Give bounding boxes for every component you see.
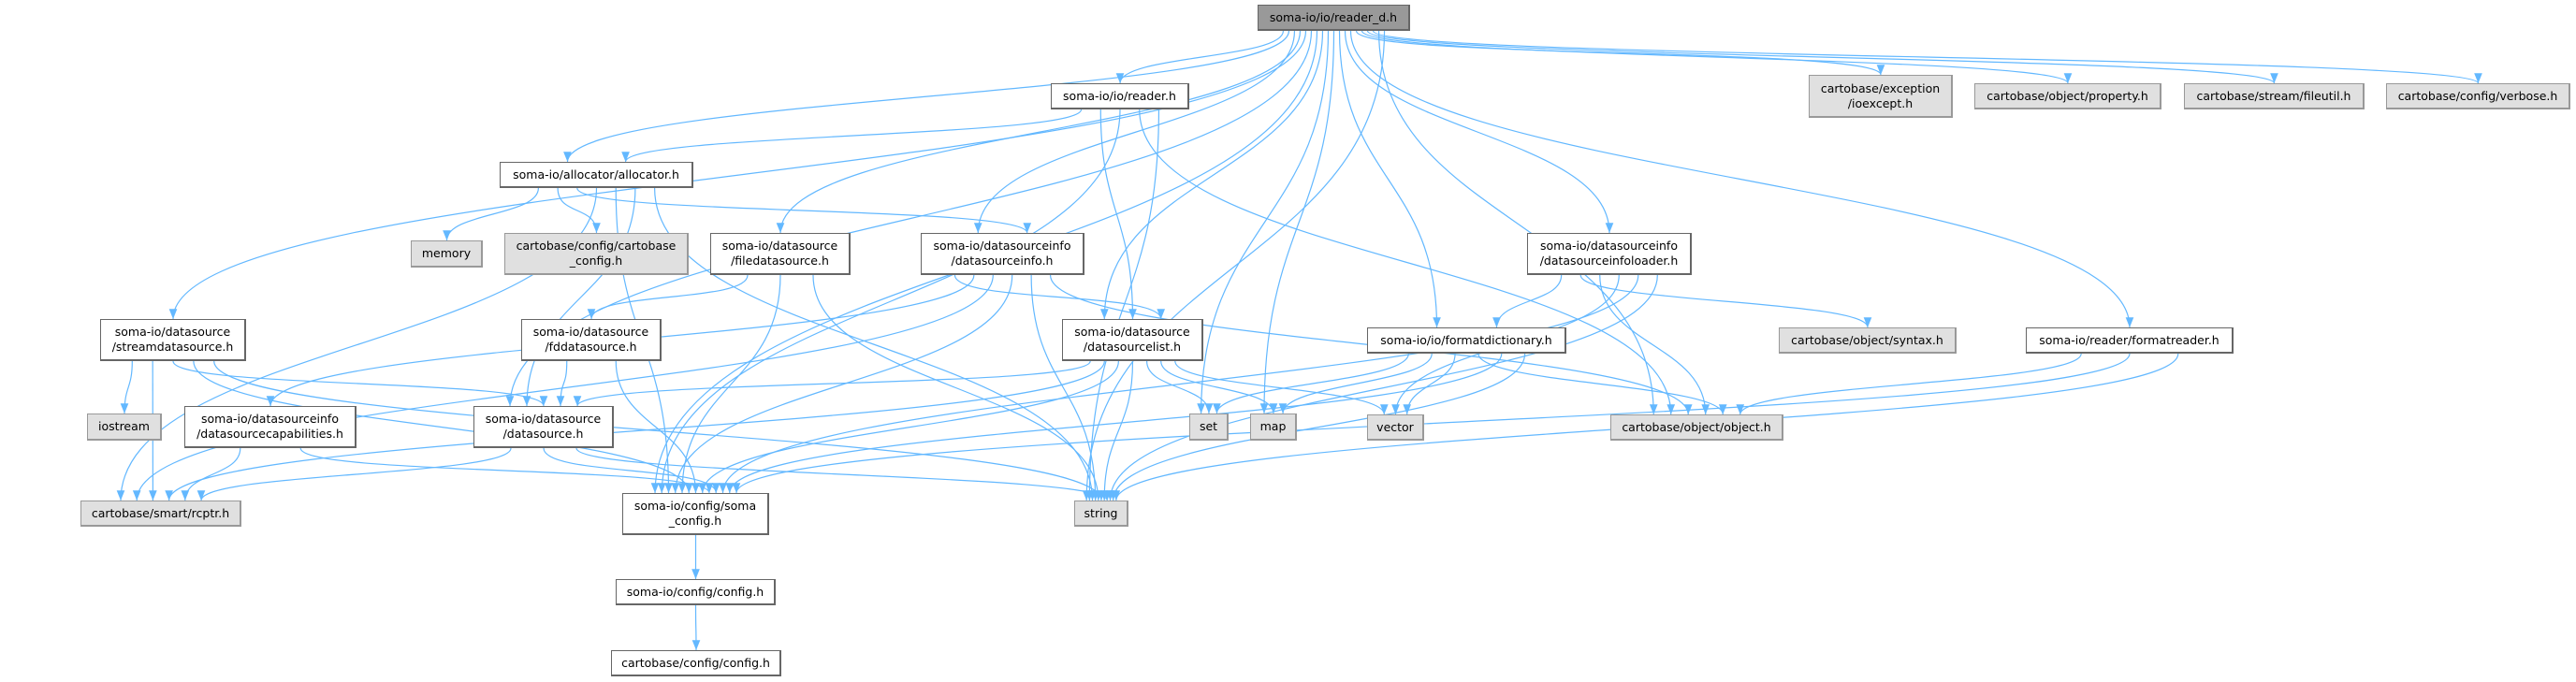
node-datasourceinfoloader-h[interactable]: soma-io/datasourceinfo /datasourceinfolo… (1527, 233, 1692, 275)
node-streamdatasource-h[interactable]: soma-io/datasource /streamdatasource.h (100, 319, 246, 361)
edge-reader_d-to-datasourceinfo (973, 30, 1296, 234)
node-map: map (1250, 414, 1297, 441)
edge-dsinfoloader-to-string (1106, 274, 1658, 501)
edge-filedatasource-to-fddatasource (587, 274, 749, 320)
edge-datasourcelist-to-set (1146, 360, 1214, 414)
edge-datasource-to-string (575, 447, 1112, 501)
node-cartobase-config-h: cartobase/config/cartobase _config.h (504, 233, 689, 275)
node-ioexcept-h: cartobase/exception /ioexcept.h (1809, 75, 1953, 118)
edge-filedatasource-to-soma_config (677, 274, 781, 494)
node-datasourcelist-h[interactable]: soma-io/datasource /datasourcelist.h (1062, 319, 1203, 361)
edge-reader_d-to-map (1259, 30, 1335, 414)
edge-formatdictionary-to-string (1109, 353, 1526, 501)
node-reader-d-h: soma-io/io/reader_d.h (1258, 5, 1410, 31)
node-object-h: cartobase/object/object.h (1610, 414, 1783, 441)
edge-reader_d-to-reader (1115, 30, 1285, 84)
node-formatreader-h[interactable]: soma-io/reader/formatreader.h (2026, 327, 2234, 354)
edge-reader_d-to-fileutil (1366, 30, 2278, 84)
node-formatdictionary-h[interactable]: soma-io/io/formatdictionary.h (1367, 327, 1566, 354)
edge-datasourceinfo-to-datasourcelist (953, 274, 1165, 320)
edge-reader-to-soma_config (657, 109, 1121, 494)
node-allocator-h[interactable]: soma-io/allocator/allocator.h (500, 162, 693, 188)
edge-formatdictionary-to-vector (1403, 353, 1456, 415)
edge-dsinfoloader-to-syntax (1579, 274, 1872, 328)
edge-formatdictionary-to-map (1278, 353, 1433, 414)
edge-dscapabilities-to-rcptr (181, 447, 241, 501)
edge-reader_d-to-property (1361, 30, 2073, 84)
node-reader-h[interactable]: soma-io/io/reader.h (1051, 83, 1189, 109)
node-datasourcecapabilities-h[interactable]: soma-io/datasourceinfo /datasourcecapabi… (184, 406, 357, 448)
edge-reader_d-to-datasourcelist (1099, 30, 1324, 320)
edge-datasourcelist-to-map (1160, 360, 1278, 414)
edge-datasourceinfo-to-string (1030, 274, 1099, 501)
edge-dsinfoloader-to-object (1599, 274, 1710, 415)
node-fddatasource-h[interactable]: soma-io/datasource /fddatasource.h (521, 319, 662, 361)
edge-allocator-to-cb_config (557, 187, 601, 234)
node-datasourceinfo-h[interactable]: soma-io/datasourceinfo /datasourceinfo.h (921, 233, 1084, 275)
edge-formatreader-to-soma_config (732, 353, 2131, 494)
edge-formatdictionary-to-object (1477, 353, 1727, 415)
edge-reader-to-string (1085, 109, 1160, 501)
edge-dsinfoloader-to-soma_config (719, 274, 1639, 494)
node-filedatasource-h[interactable]: soma-io/datasource /filedatasource.h (710, 233, 851, 275)
edge-allocator-to-datasource (522, 187, 636, 407)
edge-datasourcelist-to-string (1099, 360, 1134, 501)
edge-allocator-to-datasourceinfo (576, 187, 1031, 234)
node-syntax-h: cartobase/object/syntax.h (1779, 327, 1957, 354)
node-verbose-h: cartobase/config/verbose.h (2386, 83, 2570, 109)
edge-reader_d-to-dsinfoloader (1344, 30, 1614, 234)
edge-formatdictionary-to-soma_config (725, 353, 1503, 494)
edge-datasource-to-soma_config (543, 447, 720, 494)
edge-fddatasource-to-soma_config (615, 360, 700, 494)
edge-datasourcelist-to-vector (1174, 360, 1389, 415)
node-iostream: iostream (87, 414, 162, 441)
node-string: string (1074, 501, 1128, 527)
edge-reader_d-to-verbose (1372, 30, 2482, 84)
edge-reader_d-to-allocator (563, 30, 1290, 163)
edge-reader-to-object (1139, 109, 1676, 415)
node-fileutil-h: cartobase/stream/fileutil.h (2184, 83, 2365, 109)
node-vector: vector (1367, 414, 1424, 441)
node-rcptr-h: cartobase/smart/rcptr.h (80, 501, 241, 527)
edge-reader_d-to-formatreader (1349, 30, 2134, 328)
node-property-h: cartobase/object/property.h (1974, 83, 2161, 109)
edge-reader_d-to-ioexcept (1355, 30, 1885, 76)
edge-fddatasource-to-datasource (556, 360, 568, 407)
edge-datasourceinfo-to-rcptr (132, 274, 994, 501)
node-set: set (1189, 414, 1229, 441)
edge-streamdatasource-to-iostream (120, 360, 133, 414)
node-cartobase-config-config-h[interactable]: cartobase/config/config.h (611, 650, 781, 676)
edge-reader_d-to-set (1197, 30, 1330, 414)
edge-streamdatasource-to-datasource (172, 360, 548, 407)
edge-reader_d-to-filedatasource (776, 30, 1302, 234)
edge-reader-to-allocator (621, 109, 1083, 163)
edge-formatdictionary-to-set (1213, 353, 1409, 414)
edge-reader_d-to-formatdictionary (1338, 30, 1441, 328)
node-memory: memory (411, 240, 483, 268)
edge-reader_d-to-object (1377, 30, 1658, 415)
edge-formatreader-to-object (1736, 353, 2082, 415)
edge-streamdatasource-to-string (213, 360, 1106, 501)
edge-dscapabilities-to-soma_config (299, 447, 714, 494)
edge-allocator-to-memory (443, 187, 539, 241)
edge-reader_d-to-streamdatasource (168, 30, 1307, 320)
edge-datasourceinfo-to-soma_config (671, 274, 1013, 494)
edge-streamdatasource-to-soma_config (193, 360, 693, 494)
edge-filedatasource-to-string (812, 274, 1103, 501)
node-soma-config-h[interactable]: soma-io/config/soma _config.h (622, 493, 769, 535)
node-config-h[interactable]: soma-io/config/config.h (616, 579, 776, 605)
edge-dsinfoloader-to-formatdictionary (1492, 274, 1563, 328)
edge-datasourcelist-to-rcptr (165, 360, 1105, 501)
edge-config-to-cb_config_config (691, 604, 701, 651)
edge-datasourcelist-to-datasource (573, 360, 1091, 407)
node-datasource-h[interactable]: soma-io/datasource /datasource.h (473, 406, 614, 448)
edge-datasource-to-rcptr (196, 447, 512, 501)
edge-reader_d-to-string (1082, 30, 1386, 501)
edge-reader-to-datasourcelist (1099, 109, 1137, 320)
